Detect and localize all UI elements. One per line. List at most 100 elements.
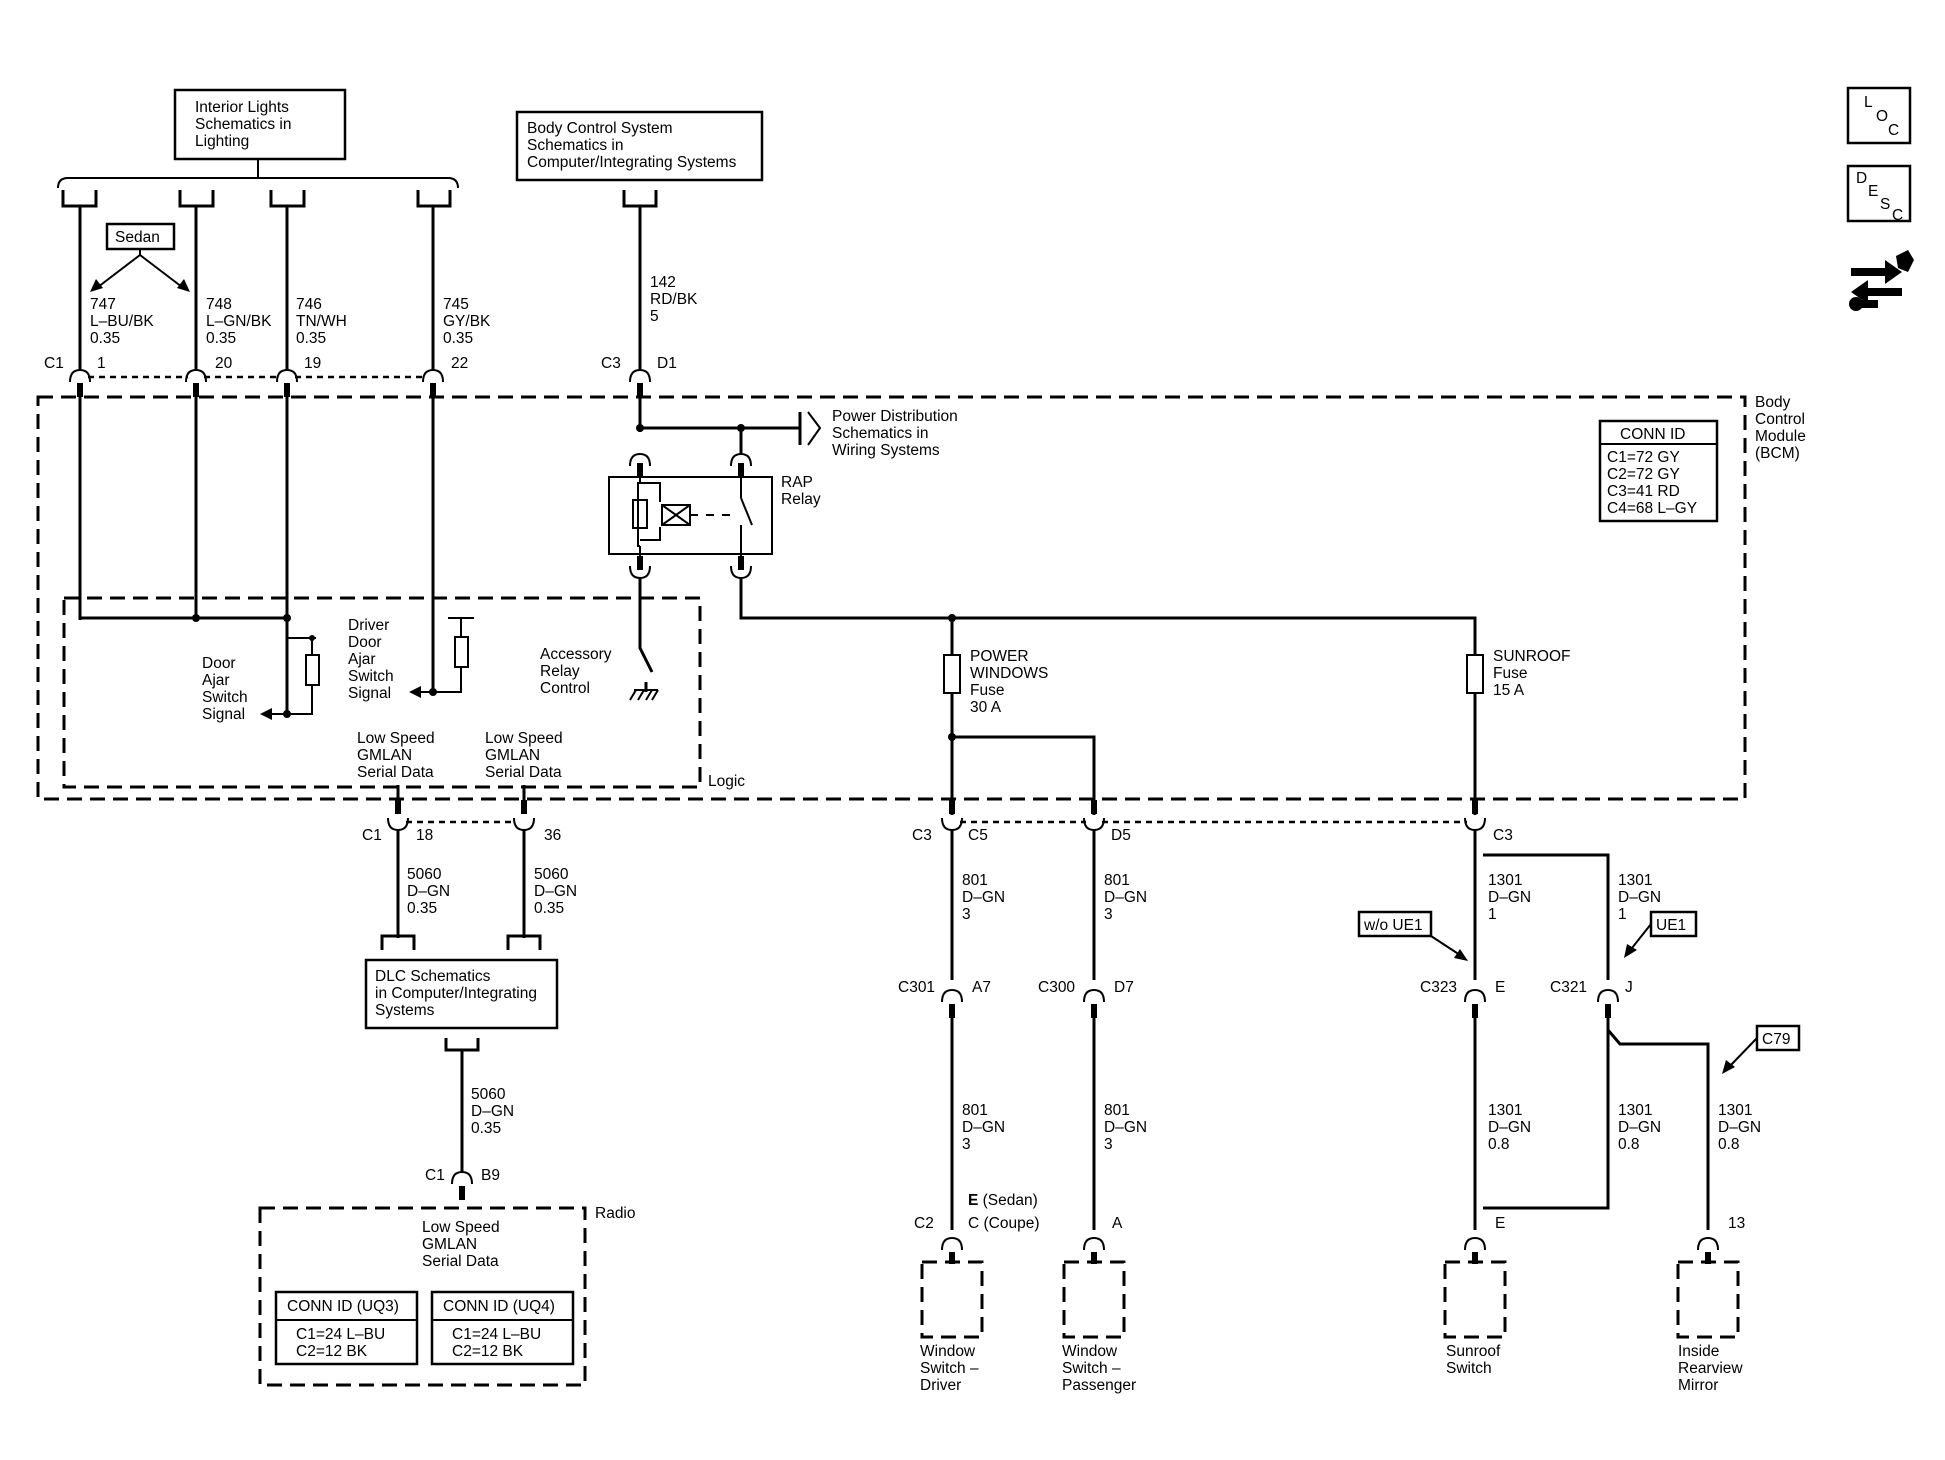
svg-text:CONN ID (UQ3): CONN ID (UQ3) [287,1298,399,1315]
svg-text:Serial Data: Serial Data [357,764,434,781]
svg-text:Serial Data: Serial Data [485,764,562,781]
svg-text:C3: C3 [912,827,932,844]
svg-text:0.35: 0.35 [534,900,564,917]
svg-text:C3=41 RD: C3=41 RD [1607,483,1680,500]
svg-text:D7: D7 [1114,979,1134,996]
wire-142-label: 142 RD/BK 5 [650,274,698,325]
svg-text:C1=72 GY: C1=72 GY [1607,449,1680,466]
svg-text:Power Distribution: Power Distribution [832,408,958,425]
sedan-option-label: Sedan [115,229,160,246]
svg-text:36: 36 [544,827,561,844]
wire-1301-mirror [1606,1029,1710,1230]
radio-conn-id-uq3: CONN ID (UQ3) C1=24 L–BU C2=12 BK [274,1290,419,1366]
svg-text:D: D [1856,170,1867,187]
svg-text:D–GN: D–GN [1104,889,1147,906]
svg-text:L–GN/BK: L–GN/BK [206,313,272,330]
svg-text:C2=12 BK: C2=12 BK [452,1343,524,1360]
sedan-option-tag: Sedan [90,222,190,292]
body-control-reference[interactable]: Body Control System Schematics in Comput… [515,110,764,182]
svg-text:Relay: Relay [781,491,821,508]
svg-text:Wiring Systems: Wiring Systems [832,442,940,459]
svg-text:D–GN: D–GN [1488,1119,1531,1136]
interior-lights-bracket [57,160,459,208]
wo-ue1-option-tag: w/o UE1 [1357,910,1468,961]
svg-text:3: 3 [1104,1136,1113,1153]
svg-text:0.35: 0.35 [443,330,473,347]
body-control-ref-line-3: Computer/Integrating Systems [527,154,737,171]
svg-text:C323: C323 [1420,979,1457,996]
svg-text:3: 3 [962,1136,971,1153]
svg-text:C1: C1 [44,355,64,372]
window-switch-driver [920,1260,984,1339]
svg-text:15 A: 15 A [1493,682,1525,699]
interior-lights-ref-line-2: Schematics in [195,116,291,133]
svg-text:Switch: Switch [1446,1360,1492,1377]
desc-icon[interactable]: D E S C [1846,164,1912,224]
svg-text:Window: Window [920,1343,976,1360]
svg-text:5060: 5060 [471,1086,506,1103]
svg-text:0.8: 0.8 [1488,1136,1510,1153]
svg-text:C300: C300 [1038,979,1075,996]
svg-text:Switch: Switch [202,689,248,706]
svg-text:C: C [1888,122,1899,139]
flow-wrench-icon[interactable] [1849,250,1914,311]
svg-text:D–GN: D–GN [1618,1119,1661,1136]
svg-text:801: 801 [1104,872,1130,889]
svg-text:C1: C1 [362,827,382,844]
svg-text:RAP: RAP [781,474,813,491]
svg-text:Schematics in: Schematics in [832,425,928,442]
svg-text:1301: 1301 [1488,1102,1522,1119]
svg-text:1: 1 [1488,906,1497,923]
svg-text:C5: C5 [968,827,988,844]
connector-c1-bottom: C1 18 36 [362,785,561,844]
power-distribution-reference[interactable]: Power Distribution Schematics in Wiring … [832,408,958,459]
wire-1301-mirror-branch [1483,853,1610,980]
interior-lights-ref-line-1: Interior Lights [195,99,289,116]
svg-text:D–GN: D–GN [471,1103,514,1120]
svg-text:1: 1 [97,355,106,372]
wire-748-label: 748 L–GN/BK 0.35 [206,296,272,347]
svg-text:TN/WH: TN/WH [296,313,347,330]
svg-text:Switch –: Switch – [1062,1360,1121,1377]
dlc-bottom-connector [444,1038,480,1052]
svg-text:D–GN: D–GN [534,883,577,900]
svg-text:0.35: 0.35 [471,1120,501,1137]
accessory-relay-control-label: Accessory Relay Control [540,646,612,697]
svg-text:30 A: 30 A [970,699,1002,716]
body-control-connector-symbol [622,190,658,208]
svg-text:747: 747 [90,296,116,313]
connector-c1-b9: C1 B9 [425,1167,500,1200]
svg-text:C1=24 L–BU: C1=24 L–BU [296,1326,385,1343]
svg-text:S: S [1880,196,1890,213]
body-control-ref-line-1: Body Control System [527,120,673,137]
interior-lights-reference[interactable]: Interior Lights Schematics in Lighting [173,88,347,161]
wire-801-label-a: 801 D–GN 3 [962,872,1005,923]
wire-5060-label-2: 5060 D–GN 0.35 [534,866,577,917]
wire-1301-label-e: 1301 D–GN 0.8 [1718,1102,1761,1153]
svg-text:C1=24 L–BU: C1=24 L–BU [452,1326,541,1343]
bcm-module-outline [36,395,1747,801]
svg-text:5060: 5060 [407,866,442,883]
door-ajar-circuit [80,614,320,720]
dlc-reference[interactable]: DLC Schematics in Computer/Integrating S… [364,958,559,1030]
wire-747-label: 747 L–BU/BK 0.35 [90,296,154,347]
svg-text:C3: C3 [601,355,621,372]
svg-text:Fuse: Fuse [970,682,1004,699]
radio-title: Radio [595,1205,636,1222]
svg-text:Accessory: Accessory [540,646,612,663]
svg-text:3: 3 [962,906,971,923]
svg-text:E: E [1868,183,1878,200]
loc-icon[interactable]: L O C [1846,86,1912,145]
fuse-feed-bus [739,578,1477,655]
svg-text:Driver: Driver [348,617,389,634]
bcm-logic-block [62,596,702,789]
svg-text:Door: Door [202,655,236,672]
svg-text:745: 745 [443,296,469,313]
driver-door-ajar-switch-signal-label: Driver Door Ajar Switch Signal [348,617,394,702]
radio-gmlan-label: Low Speed GMLAN Serial Data [422,1219,500,1270]
svg-text:1301: 1301 [1718,1102,1752,1119]
svg-text:142: 142 [650,274,676,291]
wire-746-label: 746 TN/WH 0.35 [296,296,347,347]
wire-1301-ue1-return [1483,1018,1610,1210]
